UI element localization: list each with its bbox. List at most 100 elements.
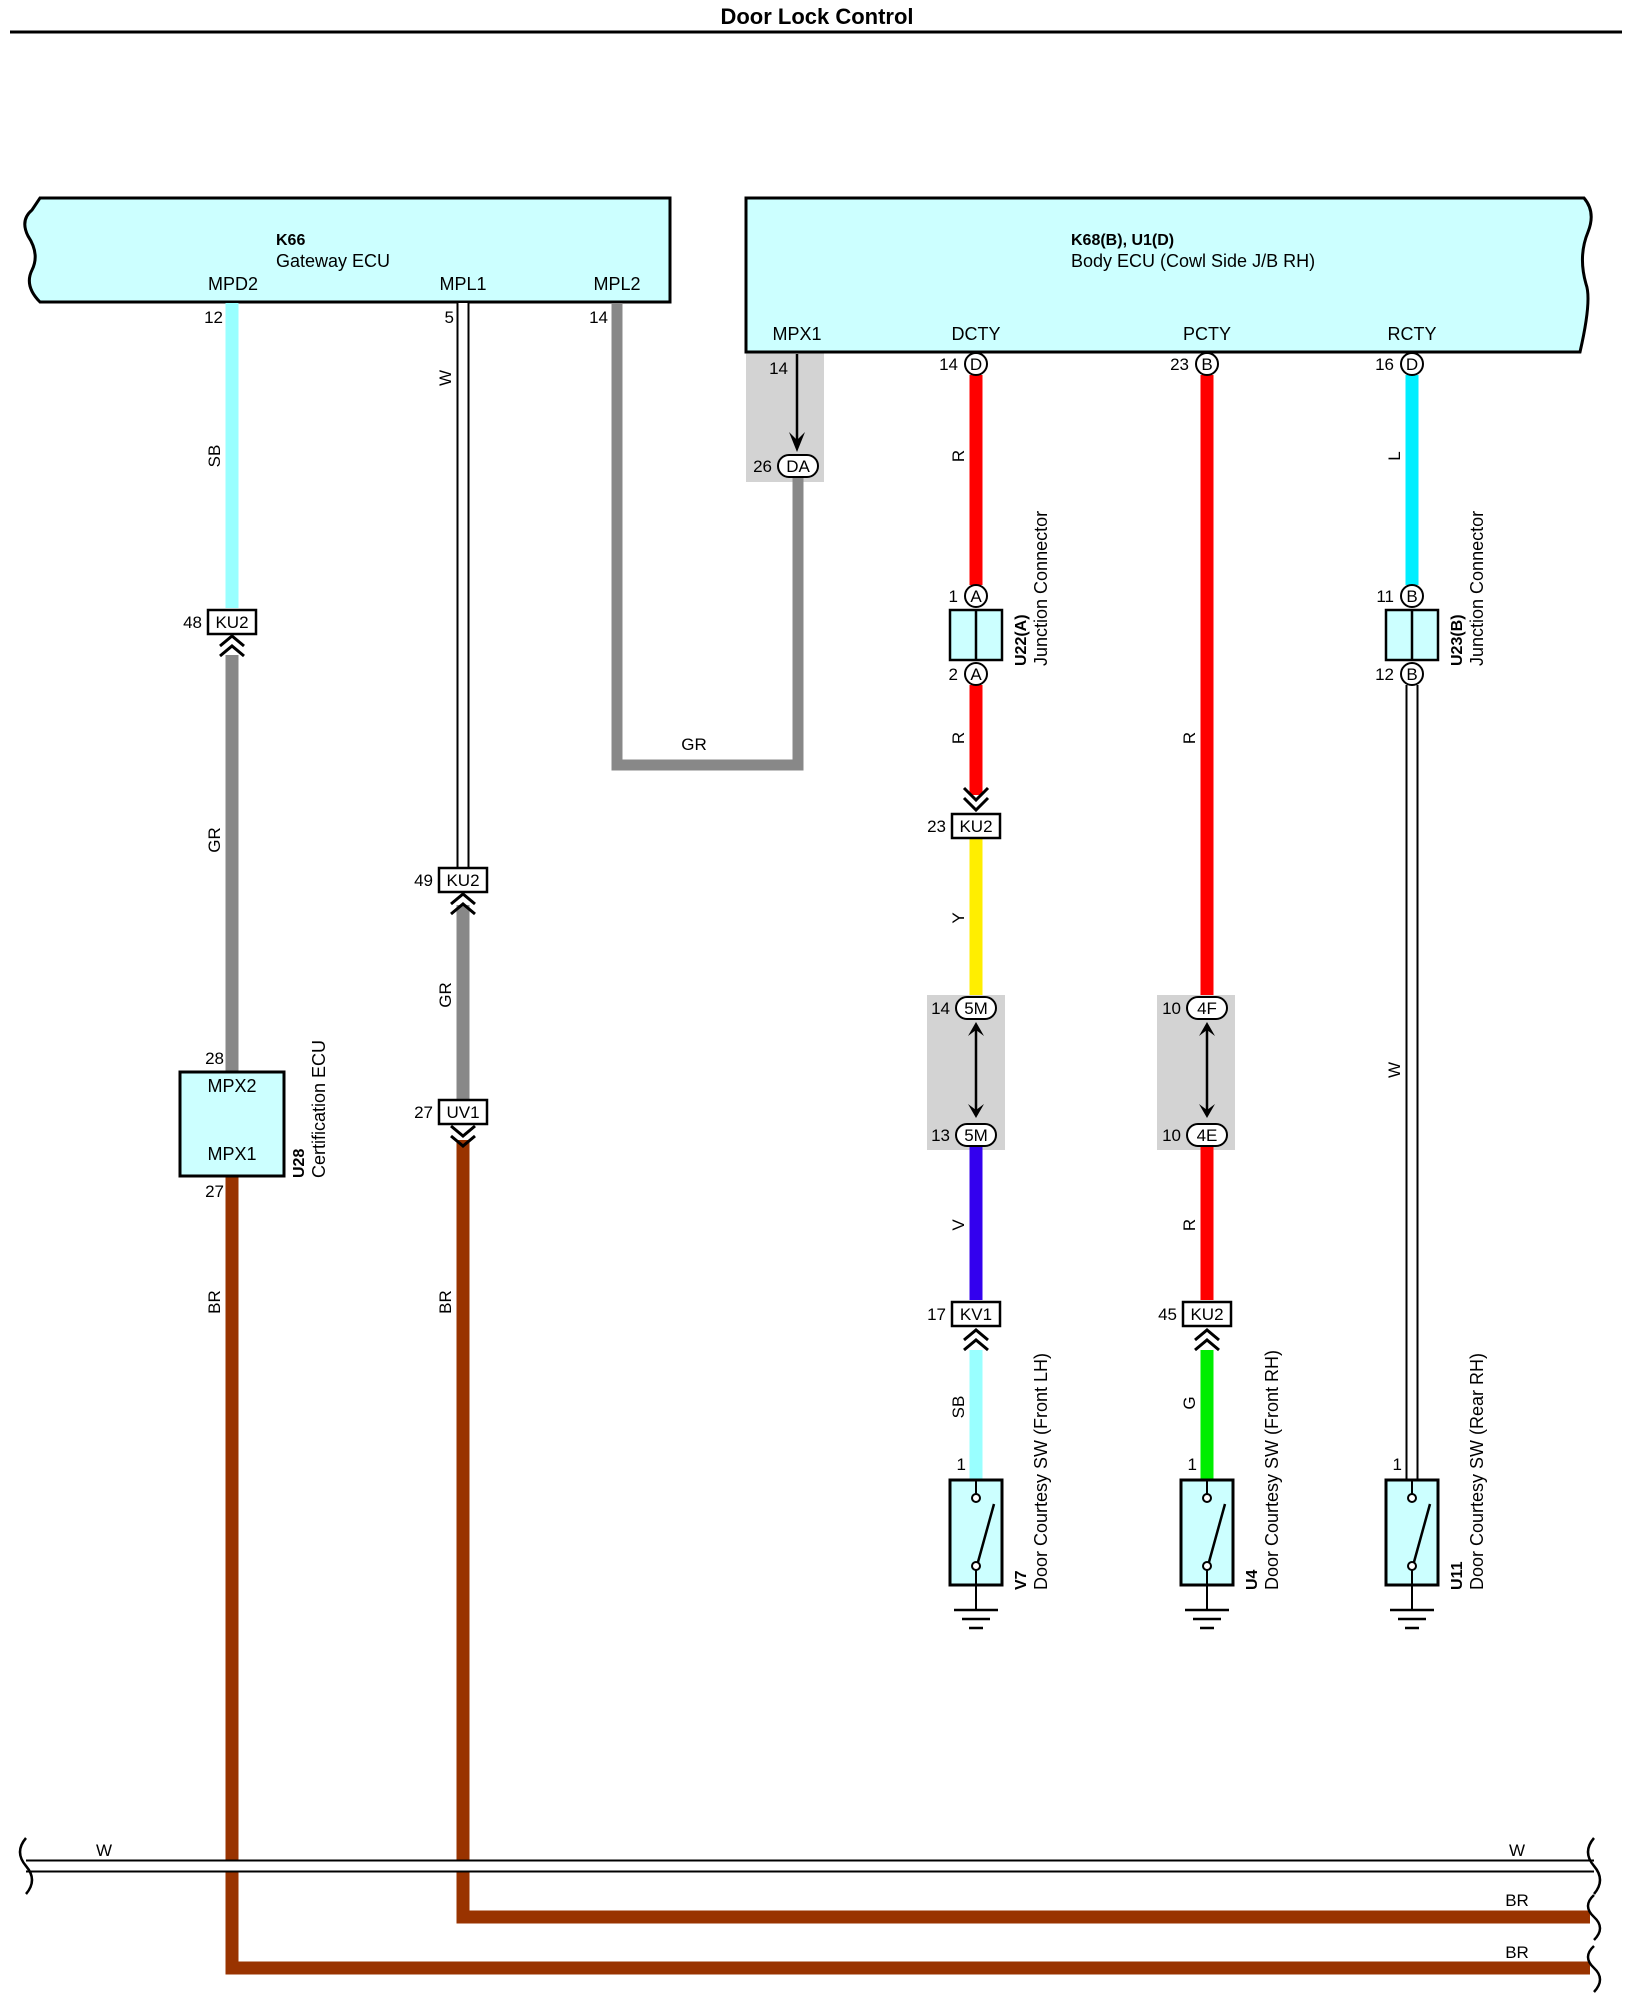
wire-label-gr1: GR	[205, 827, 224, 853]
pin-sw-u11: 1	[1393, 1455, 1402, 1474]
gateway-ecu-name: Gateway ECU	[276, 251, 390, 271]
connector-4f-code: 4F	[1197, 999, 1217, 1018]
connector-ku2-48: KU2	[206, 608, 258, 658]
pin-uv1-27: 27	[414, 1103, 433, 1122]
junction-u23-top-code: B	[1406, 587, 1417, 606]
wire-label-bus-w-left: W	[96, 1841, 112, 1860]
body-pin-dcty: DCTY	[952, 324, 1001, 344]
cert-ecu: MPX2 MPX1	[178, 1070, 286, 1178]
switch-u4	[1179, 1478, 1235, 1630]
pin-kv1-17: 17	[927, 1305, 946, 1324]
cert-pin-mpx1: MPX1	[207, 1144, 256, 1164]
pin-ku2-23: 23	[927, 817, 946, 836]
junction-u23-name: Junction Connector	[1467, 511, 1487, 666]
junction-u22-name: Junction Connector	[1031, 511, 1051, 666]
junction-u22-bottom-code: A	[970, 665, 982, 684]
connector-ku2-45-code: KU2	[1190, 1305, 1223, 1324]
wire-label-sb2: SB	[949, 1396, 968, 1419]
switch-u11	[1384, 1478, 1440, 1630]
connector-5m-pair: 5M 5M	[955, 996, 997, 1147]
gateway-ecu-code: K66	[276, 232, 305, 249]
connector-ku2-49-code: KU2	[446, 871, 479, 890]
pin-g5: 5	[445, 308, 454, 327]
connector-da: DA	[777, 454, 819, 478]
body-ecu-box	[744, 196, 1593, 354]
pin-g12: 12	[204, 308, 223, 327]
gateway-ecu-box	[23, 196, 672, 304]
pin-rcty16: 16	[1375, 355, 1394, 374]
pin-circle-rcty-code: D	[1406, 355, 1418, 374]
pin-ku2-48: 48	[183, 613, 202, 632]
switch-u11-code: U11	[1449, 1561, 1466, 1590]
pin-da26: 26	[753, 457, 772, 476]
wire-label-bus-w-right: W	[1509, 1841, 1525, 1860]
wire-label-sb1: SB	[205, 445, 224, 468]
wire-br-cert	[225, 1175, 1590, 1975]
wire-label-gr2: GR	[436, 982, 455, 1008]
connector-kv1-17: KV1	[950, 1300, 1002, 1352]
pin-circle-pcty: B	[1195, 352, 1219, 376]
switch-u4-name: Door Courtesy SW (Front RH)	[1262, 1350, 1282, 1590]
junction-u23-bottom-code: B	[1406, 665, 1417, 684]
wire-label-bus-br1: BR	[1505, 1891, 1529, 1910]
connector-4f-4e-pair: 4F 4E	[1186, 996, 1228, 1147]
wire-label-v: V	[949, 1219, 968, 1231]
connector-ku2-49: KU2	[437, 866, 489, 916]
pin-jb12: 12	[1375, 665, 1394, 684]
wire-label-l: L	[1385, 451, 1404, 460]
switch-v7-code: V7	[1013, 1570, 1030, 1590]
pin-circle-dcty-code: D	[970, 355, 982, 374]
bus-break-right-br1	[1586, 1894, 1602, 1941]
wire-label-bus-br2: BR	[1505, 1943, 1529, 1962]
body-pin-pcty: PCTY	[1183, 324, 1231, 344]
connector-uv1-27-code: UV1	[446, 1103, 479, 1122]
body-pin-rcty: RCTY	[1388, 324, 1437, 344]
junction-u22-code: U22(A)	[1013, 614, 1030, 666]
pin-b14: 14	[769, 359, 788, 378]
pin-ja1: 1	[949, 587, 958, 606]
body-pin-mpx1: MPX1	[772, 324, 821, 344]
connector-uv1-27: UV1	[437, 1098, 489, 1148]
connector-4e-code: 4E	[1197, 1126, 1218, 1145]
switch-v7-name: Door Courtesy SW (Front LH)	[1031, 1353, 1051, 1590]
junction-u22-top-code: A	[970, 587, 982, 606]
wire-label-w1: W	[436, 370, 455, 386]
bus-break-left	[18, 1837, 34, 1895]
wire-label-r1: R	[949, 450, 968, 462]
cert-ecu-code: U28	[291, 1149, 308, 1178]
wire-label-r2: R	[949, 732, 968, 744]
pin-ja2: 2	[949, 665, 958, 684]
wire-label-r3: R	[1180, 732, 1199, 744]
pin-circle-dcty: D	[964, 352, 988, 376]
wire-label-br1: BR	[205, 1290, 224, 1314]
pin-ku2-45: 45	[1158, 1305, 1177, 1324]
wire-label-br2: BR	[436, 1290, 455, 1314]
junction-u23: B B	[1384, 584, 1440, 686]
pin-m13: 13	[931, 1126, 950, 1145]
cert-pin-mpx2: MPX2	[207, 1076, 256, 1096]
pin-sw-u4: 1	[1188, 1455, 1197, 1474]
wire-br-uv1	[456, 1140, 1590, 1924]
bus-break-right-br2	[1586, 1945, 1602, 1993]
connector-ku2-45: KU2	[1181, 1300, 1233, 1352]
wire-label-gr3: GR	[681, 735, 707, 754]
gateway-pin-mpl2: MPL2	[593, 274, 640, 294]
switch-u4-code: U4	[1244, 1569, 1261, 1590]
pin-circle-pcty-code: B	[1201, 355, 1212, 374]
pin-ku2-49: 49	[414, 871, 433, 890]
wire-label-r4: R	[1180, 1219, 1199, 1231]
wire-label-g: G	[1180, 1396, 1199, 1409]
connector-5m-top-code: 5M	[964, 999, 988, 1018]
pin-sw-v7: 1	[957, 1455, 966, 1474]
pin-m14: 14	[931, 999, 950, 1018]
connector-ku2-23-code: KU2	[959, 817, 992, 836]
pin-cert28: 28	[205, 1049, 224, 1068]
cert-ecu-name: Certification ECU	[309, 1040, 329, 1178]
connector-kv1-17-code: KV1	[960, 1305, 992, 1324]
wire-gr-mpl2	[611, 303, 804, 771]
switch-v7	[948, 1478, 1004, 1630]
switch-u11-name: Door Courtesy SW (Rear RH)	[1467, 1353, 1487, 1590]
pin-circle-rcty: D	[1400, 352, 1424, 376]
pin-jb11: 11	[1376, 587, 1394, 606]
